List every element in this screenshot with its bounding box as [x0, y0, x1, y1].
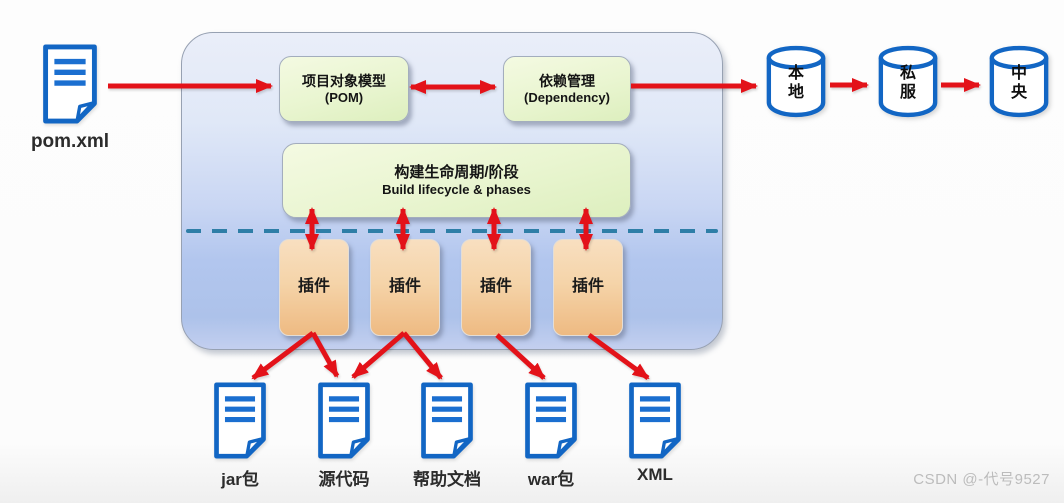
plugin-box-3: 插件 [461, 239, 531, 336]
build-lifecycle-box: 构建生命周期/阶段 Build lifecycle & phases [282, 143, 631, 218]
repo-central-node: 中央 [987, 44, 1051, 118]
repo-local-node: 本地 [764, 44, 828, 118]
output-jar-label: jar包 [221, 470, 259, 489]
plugin-box-4: 插件 [553, 239, 623, 336]
plugin-4-label: 插件 [571, 277, 604, 295]
repo-private-label: 私服 [899, 65, 916, 101]
output-helpdoc-label: 帮助文档 [413, 470, 481, 489]
repo-central-label: 中央 [1010, 65, 1027, 101]
build-lifecycle-subtitle: Build lifecycle & phases [382, 181, 531, 197]
database-cylinder-icon [766, 45, 826, 118]
output-war-label: war包 [527, 470, 575, 489]
dashed-separator-line [186, 229, 718, 233]
maven-core-container: 项目对象模型 (POM) 依赖管理 (Dependency) 构建生命周期/阶段… [181, 32, 723, 350]
pom-xml-label: pom.xml [30, 131, 110, 152]
build-lifecycle-title: 构建生命周期/阶段 [394, 163, 519, 181]
document-icon [629, 382, 681, 459]
output-war-node: war包 [520, 381, 582, 489]
dependency-subtitle: (Dependency) [524, 90, 610, 105]
plugin-2-label: 插件 [388, 277, 421, 295]
pom-model-title: 项目对象模型 [302, 73, 386, 89]
output-source-node: 源代码 [313, 381, 375, 489]
watermark: CSDN @-代号9527 [913, 471, 1050, 488]
pom-model-box: 项目对象模型 (POM) [279, 56, 409, 122]
database-cylinder-icon [878, 45, 938, 118]
database-cylinder-icon [989, 45, 1049, 118]
output-helpdoc-node: 帮助文档 [413, 381, 481, 489]
document-icon [214, 382, 266, 459]
plugin-1-label: 插件 [297, 277, 330, 295]
plugin-3-label: 插件 [479, 277, 512, 295]
document-icon [43, 44, 97, 124]
plugin-box-1: 插件 [279, 239, 349, 336]
repo-local-label: 本地 [787, 65, 804, 101]
pom-model-subtitle: (POM) [324, 90, 364, 105]
dependency-title: 依赖管理 [539, 73, 595, 89]
document-icon [525, 382, 577, 459]
output-source-label: 源代码 [318, 470, 370, 489]
output-xml-label: XML [637, 465, 673, 484]
document-icon [421, 382, 473, 459]
dependency-management-box: 依赖管理 (Dependency) [503, 56, 631, 122]
output-jar-node: jar包 [209, 381, 271, 489]
output-xml-node: XML [624, 381, 686, 484]
pom-xml-file-node: pom.xml [31, 43, 109, 152]
plugin-box-2: 插件 [370, 239, 440, 336]
repo-private-node: 私服 [876, 44, 940, 118]
document-icon [318, 382, 370, 459]
